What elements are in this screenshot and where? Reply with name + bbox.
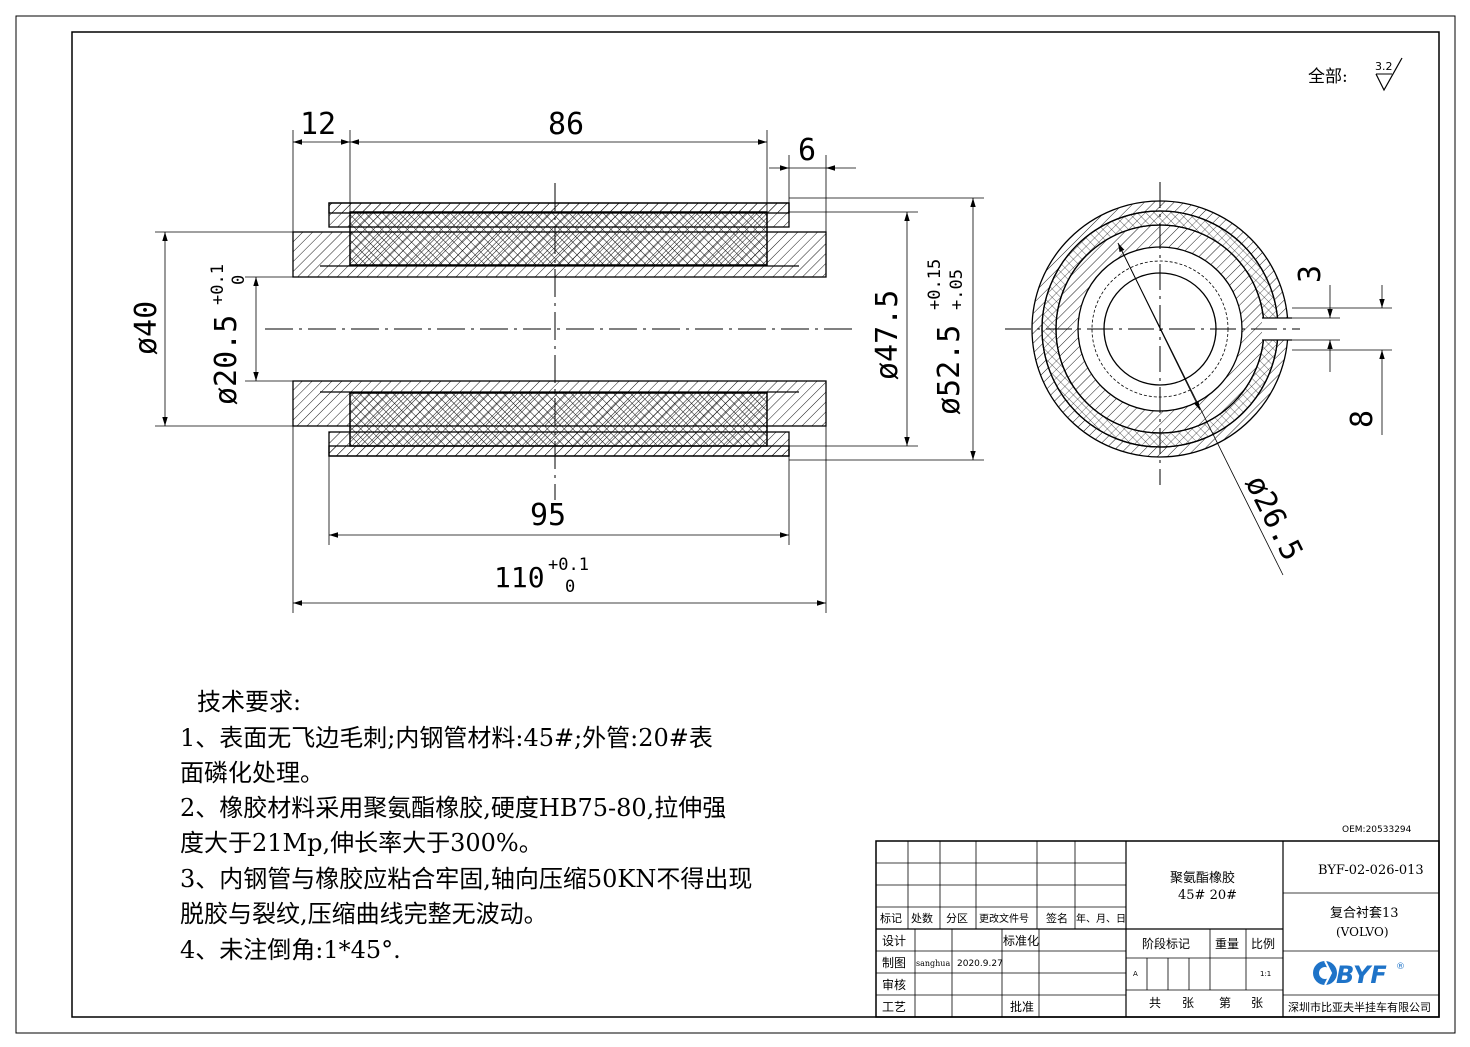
dim-8: 8 bbox=[1345, 410, 1380, 428]
note-line: 面磷化处理。 bbox=[180, 759, 324, 787]
svg-text:®: ® bbox=[1396, 962, 1405, 972]
front-section-view: 12 86 6 95 110 +0.1 0 ø40 ø20.5 +0.1 0 bbox=[129, 107, 984, 613]
dim-6: 6 bbox=[798, 133, 816, 168]
standardize-label: 标准化 bbox=[1003, 934, 1039, 948]
dim-dia-52-tol-up: +0.15 bbox=[925, 259, 945, 310]
surface-finish-note: 全部: 3.2 bbox=[1308, 57, 1403, 92]
inner-border bbox=[71, 31, 1440, 1018]
side-view: 3 8 ø26.5 bbox=[1005, 182, 1392, 576]
oem-number: OEM:20533294 bbox=[1342, 825, 1412, 835]
dim-86: 86 bbox=[548, 107, 584, 142]
rev-header: 处数 bbox=[911, 912, 933, 925]
stage-label: 阶段标记 bbox=[1142, 936, 1190, 951]
rev-header: 年、月、日 bbox=[1076, 912, 1126, 925]
dim-dia-20-tol-up: +0.1 bbox=[208, 264, 228, 305]
dim-dia-40: ø40 bbox=[129, 301, 164, 355]
title-block: OEM:20533294 标记 处数 分区 更改文件号 签名 年、月、日 设计 … bbox=[875, 825, 1440, 1018]
surface-finish-symbol bbox=[1375, 57, 1403, 92]
material-name: 聚氨酯橡胶 bbox=[1170, 870, 1235, 886]
surface-finish-label: 全部: bbox=[1308, 67, 1348, 87]
stage-value: A bbox=[1133, 970, 1138, 978]
dim-95: 95 bbox=[530, 498, 566, 533]
sheet-no: 第 bbox=[1219, 996, 1231, 1010]
role-review: 审核 bbox=[882, 977, 906, 992]
dim-110-tol-low: 0 bbox=[565, 577, 575, 597]
sheet-unit: 张 bbox=[1182, 996, 1194, 1010]
note-line: 3、内钢管与橡胶应粘合牢固,轴向压缩50KN不得出现 bbox=[180, 865, 752, 893]
approve-label: 批准 bbox=[1010, 999, 1034, 1014]
technical-notes: 技术要求: 1、表面无飞边毛刺;内钢管材料:45#;外管:20#表 面磷化处理。… bbox=[180, 688, 752, 964]
note-line: 4、未注倒角:1*45°. bbox=[180, 936, 401, 964]
drafter-name: sanghua bbox=[916, 959, 950, 968]
dim-dia-47: ø47.5 bbox=[870, 290, 905, 380]
dim-dia-26: ø26.5 bbox=[1238, 470, 1310, 566]
notes-title: 技术要求: bbox=[197, 688, 301, 716]
logo-text: BYF bbox=[1336, 961, 1387, 989]
rev-header: 更改文件号 bbox=[979, 912, 1029, 925]
weight-label: 重量 bbox=[1215, 937, 1239, 951]
outer-border bbox=[15, 15, 1456, 1034]
company-logo: BYF ® bbox=[1313, 960, 1405, 989]
part-variant: (VOLVO) bbox=[1336, 925, 1389, 939]
role-process: 工艺 bbox=[882, 1000, 906, 1014]
surface-finish-value: 3.2 bbox=[1375, 60, 1393, 73]
note-line: 度大于21Mp,伸长率大于300%。 bbox=[180, 829, 543, 857]
draw-date: 2020.9.27 bbox=[957, 959, 1003, 969]
dim-12: 12 bbox=[300, 107, 336, 142]
note-line: 脱胶与裂纹,压缩曲线完整无波动。 bbox=[180, 900, 548, 928]
rev-header: 标记 bbox=[880, 911, 902, 925]
part-name: 复合衬套13 bbox=[1330, 905, 1399, 921]
dim-3: 3 bbox=[1293, 265, 1328, 283]
note-line: 2、橡胶材料采用聚氨酯橡胶,硬度HB75-80,拉伸强 bbox=[180, 794, 726, 822]
scale-label: 比例 bbox=[1251, 937, 1275, 951]
material-grade: 45# 20# bbox=[1178, 888, 1237, 903]
dim-dia-20-tol-low: 0 bbox=[229, 275, 249, 285]
role-draw: 制图 bbox=[882, 956, 906, 970]
dim-110-tol-up: +0.1 bbox=[548, 555, 589, 575]
drawing-number: BYF-02-026-013 bbox=[1318, 863, 1424, 878]
rev-header: 分区 bbox=[946, 912, 968, 925]
note-line: 1、表面无飞边毛刺;内钢管材料:45#;外管:20#表 bbox=[180, 724, 713, 752]
dim-dia-52-tol-low: +.05 bbox=[947, 269, 967, 310]
role-design: 设计 bbox=[882, 934, 906, 948]
dim-dia-52: ø52.5 bbox=[932, 325, 967, 415]
scale-value: 1:1 bbox=[1260, 970, 1271, 978]
rev-header: 签名 bbox=[1046, 911, 1068, 925]
dim-110: 110 bbox=[494, 561, 545, 594]
sheet-total: 共 bbox=[1149, 996, 1161, 1010]
dim-dia-20: ø20.5 bbox=[209, 315, 244, 405]
company-name: 深圳市比亚夫半挂车有限公司 bbox=[1288, 1000, 1431, 1014]
sheet-unit: 张 bbox=[1251, 996, 1263, 1010]
